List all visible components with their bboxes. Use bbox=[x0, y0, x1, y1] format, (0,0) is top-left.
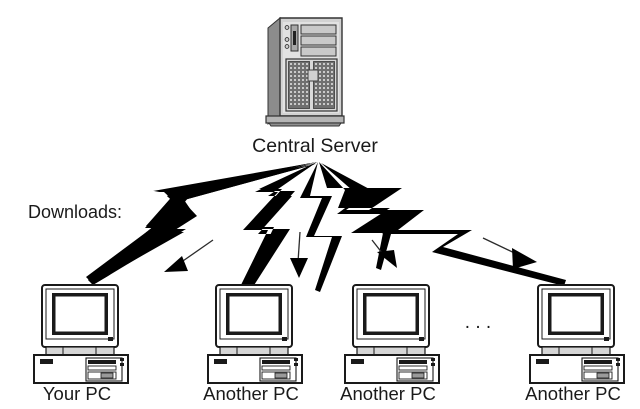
client-pc-1 bbox=[33, 284, 129, 384]
client-pc-3-label: Another PC bbox=[340, 383, 436, 404]
ellipsis-label: . . . bbox=[465, 312, 491, 333]
lightning-bolts bbox=[88, 162, 566, 293]
downloads-label: Downloads: bbox=[28, 202, 122, 222]
client-pc-1-label: Your PC bbox=[43, 383, 111, 404]
download-arrow-3 bbox=[371, 239, 397, 268]
connection-bolt-2-shape bbox=[239, 162, 317, 292]
download-arrow-4 bbox=[482, 237, 537, 269]
client-pc-4 bbox=[529, 284, 625, 384]
download-arrow-1 bbox=[164, 239, 214, 272]
server-tower-icon bbox=[265, 16, 345, 127]
client-pc-4-label: Another PC bbox=[525, 383, 621, 404]
download-arrow-2 bbox=[290, 231, 308, 278]
connection-bolt-3-shape bbox=[300, 162, 342, 292]
client-pc-2-label: Another PC bbox=[203, 383, 299, 404]
client-pc-2 bbox=[207, 284, 303, 384]
server-label: Central Server bbox=[252, 135, 378, 157]
client-pc-3 bbox=[344, 284, 440, 384]
